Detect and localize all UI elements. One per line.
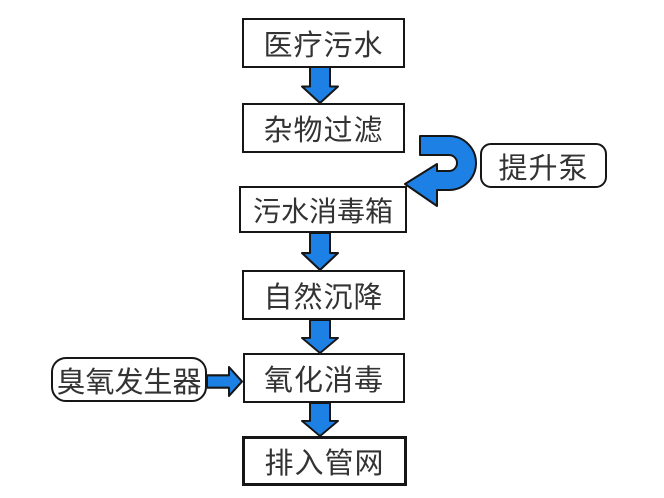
node-medical-sewage: 医疗污水 xyxy=(242,18,405,68)
curved-u-turn-arrow-filter-to-tank xyxy=(404,135,477,207)
node-label: 自然沉降 xyxy=(263,280,384,314)
down-arrow-medical-to-filter xyxy=(301,67,339,104)
node-label: 臭氧发生器 xyxy=(56,364,202,399)
node-oxidation-disinfection: 氧化消毒 xyxy=(243,353,405,403)
node-sewage-disinfection-tank: 污水消毒箱 xyxy=(239,186,407,233)
node-discharge-to-pipe-network: 排入管网 xyxy=(242,436,407,486)
node-ozone-generator: 臭氧发生器 xyxy=(51,357,207,402)
node-natural-sedimentation: 自然沉降 xyxy=(242,270,405,320)
down-arrow-tank-to-sedimentation xyxy=(301,233,339,271)
node-debris-filtration: 杂物过滤 xyxy=(242,103,405,153)
down-arrow-oxidation-to-discharge xyxy=(301,403,339,437)
right-arrow-ozone-to-oxidation xyxy=(207,366,243,397)
node-label: 污水消毒箱 xyxy=(252,194,393,228)
node-label: 提升泵 xyxy=(498,150,589,185)
node-label: 氧化消毒 xyxy=(263,363,384,397)
node-label: 杂物过滤 xyxy=(263,113,384,147)
node-lift-pump: 提升泵 xyxy=(480,143,607,188)
node-label: 医疗污水 xyxy=(263,28,384,62)
down-arrow-sedimentation-to-oxidation xyxy=(301,320,339,354)
node-label: 排入管网 xyxy=(264,446,385,480)
